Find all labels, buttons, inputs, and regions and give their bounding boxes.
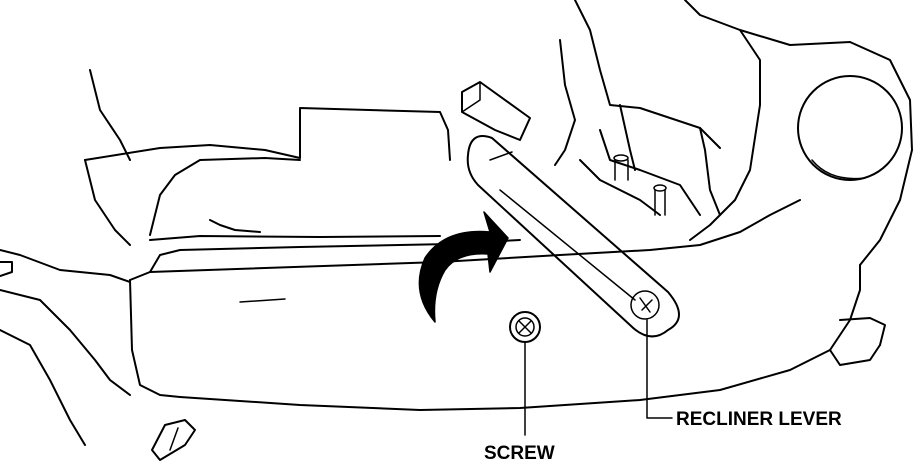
recliner-lever <box>466 135 680 338</box>
hinge-block <box>461 81 531 141</box>
recliner-knob <box>797 75 903 181</box>
recliner-lever-label: RECLINER LEVER <box>676 409 842 430</box>
left-seat-outline <box>0 69 131 446</box>
seat-rail <box>151 419 196 461</box>
seat-back <box>554 0 913 266</box>
screw-icon <box>509 311 541 343</box>
seat-cushion <box>84 107 451 246</box>
leader-lines <box>524 319 673 436</box>
side-trim-cover <box>129 199 886 411</box>
screw-label: SCREW <box>484 443 555 464</box>
rotation-arrow <box>418 211 509 323</box>
